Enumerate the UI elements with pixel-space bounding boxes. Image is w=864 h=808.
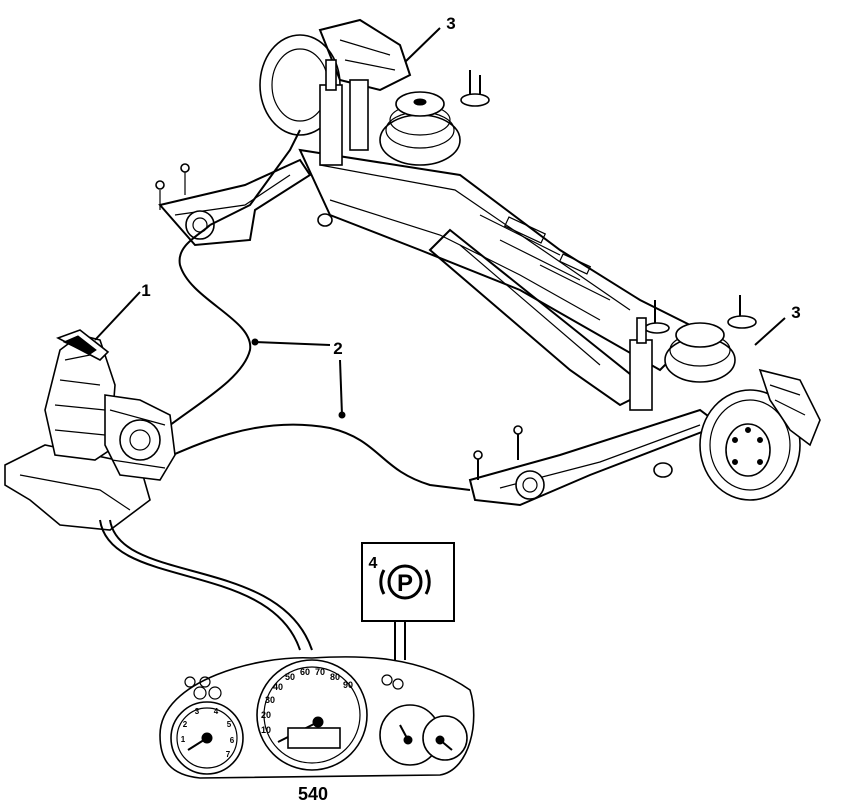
indicator-callout: P [361,542,455,660]
callout-1: 1 [141,281,150,300]
speedo-tick-90: 90 [343,680,353,690]
speedo-tick-50: 50 [285,672,295,682]
speedo-tick-80: 80 [330,672,340,682]
callout-3-top: 3 [446,14,455,33]
callout-leaders [94,27,786,419]
speedo-tick-10: 10 [261,725,271,735]
tacho-tick-4: 4 [214,707,219,716]
tacho-tick-2: 2 [183,720,188,729]
callout-3-right: 3 [791,303,800,322]
mount-studs [460,70,757,334]
parking-brake-cables [119,129,471,491]
tacho-tick-3: 3 [195,707,200,716]
callout-2: 2 [333,339,342,358]
tacho-tick-5: 5 [227,720,232,729]
parking-brake-warning-icon: P [379,564,431,600]
speedo-tick-70: 70 [315,667,325,677]
wiring-harness [99,519,313,651]
rear-subframe-assembly [155,18,821,507]
instrument-cluster: 1 2 3 4 5 6 7 10 20 30 40 50 60 70 80 90 [159,655,475,779]
speedo-tick-20: 20 [261,710,271,720]
tacho-tick-6: 6 [230,736,235,745]
indicator-symbol-text: P [397,570,413,597]
figure-number: 540 [298,784,328,804]
parking-brake-lever [4,329,176,531]
speedo-tick-60: 60 [300,667,310,677]
callout-4: 4 [369,555,378,572]
tacho-tick-1: 1 [181,735,186,744]
speedo-tick-40: 40 [273,682,283,692]
speedo-tick-30: 30 [265,695,275,705]
tacho-tick-7: 7 [226,750,231,759]
right-brake-disc [699,368,821,501]
